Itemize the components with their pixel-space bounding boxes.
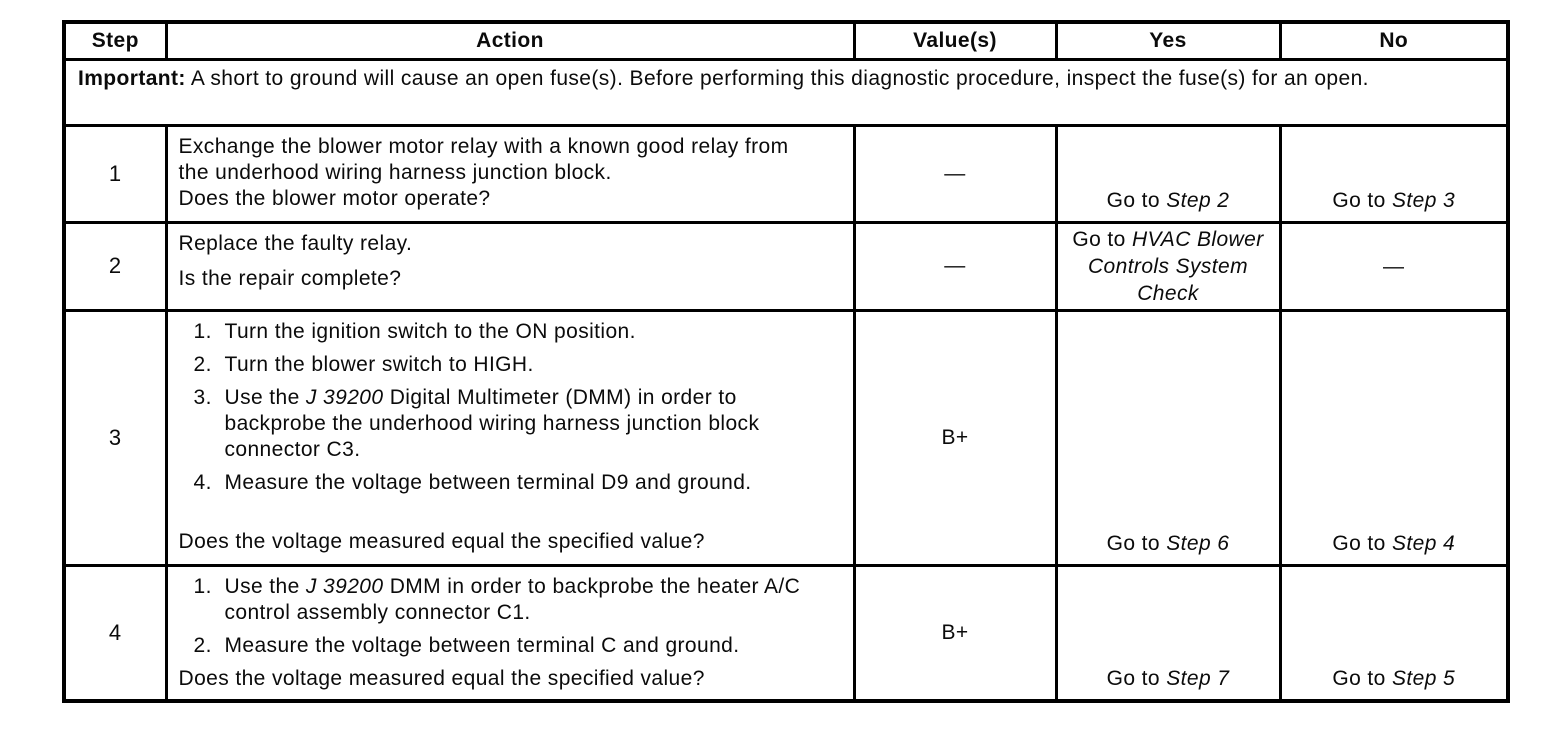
- list-number: 1.: [193, 574, 212, 598]
- list-text: Use the: [224, 385, 306, 409]
- list-number: 4.: [193, 470, 212, 494]
- goto-prefix: Go to: [1332, 667, 1392, 690]
- list-text: Use the: [224, 574, 306, 598]
- list-text: Measure the voltage between terminal C a…: [224, 633, 740, 657]
- list-text: Measure the voltage between terminal D9 …: [224, 470, 752, 494]
- important-label: Important:: [78, 66, 186, 90]
- value-text: —: [852, 220, 1058, 312]
- goto-ref: Step 6: [1166, 531, 1230, 555]
- list-item: 2. Measure the voltage between terminal C…: [179, 633, 843, 659]
- table-row-step-4: 4 1. Use the J 39200 DMM in order to back…: [62, 563, 1510, 703]
- col-header-no: No: [1278, 20, 1510, 61]
- no-cell: Go to Step 5: [1278, 563, 1510, 703]
- action-question: Does the voltage measured equal the spec…: [178, 666, 705, 690]
- list-text: Turn the blower switch to HIGH.: [224, 352, 534, 376]
- action-question: Is the repair complete?: [178, 266, 402, 290]
- list-number: 2.: [193, 352, 212, 376]
- goto-prefix: Go to: [1106, 667, 1167, 690]
- value-text: B+: [852, 563, 1058, 703]
- goto-prefix: Go to: [1332, 531, 1392, 555]
- action-cell: 1. Turn the ignition switch to the ON pos…: [164, 308, 856, 567]
- goto-prefix: Go to: [1072, 227, 1132, 251]
- list-item: 2. Turn the blower switch to HIGH.: [179, 352, 843, 378]
- list-item: 4. Measure the voltage between terminal D…: [179, 470, 843, 496]
- list-text: Turn the ignition switch to the ON posit…: [224, 319, 636, 343]
- goto-prefix: Go to: [1332, 188, 1392, 212]
- col-header-yes: Yes: [1054, 20, 1282, 61]
- tool-ref: J 39200: [305, 574, 384, 598]
- goto-ref: Step 7: [1166, 667, 1230, 690]
- table-row-step-2: 2 Replace the faulty relay. Is the repai…: [62, 220, 1510, 312]
- goto-ref: Step 3: [1391, 188, 1456, 212]
- yes-cell: Go to Step 7: [1054, 563, 1282, 703]
- col-header-action: Action: [164, 20, 856, 61]
- yes-cell: Go to Step 2: [1054, 123, 1282, 224]
- step-number: 3: [62, 308, 168, 567]
- list-number: 1.: [193, 319, 212, 343]
- list-item: 1. Use the J 39200 DMM in order to backpr…: [179, 574, 843, 626]
- goto-ref: Step 5: [1391, 667, 1456, 690]
- table-row-step-3: 3 1. Turn the ignition switch to the ON p…: [62, 308, 1510, 567]
- no-cell: Go to Step 3: [1278, 123, 1510, 224]
- list-number: 2.: [193, 633, 212, 657]
- goto-ref: HVAC Blower Controls System Check: [1087, 227, 1264, 305]
- goto-prefix: Go to: [1106, 188, 1167, 212]
- list-item: 3. Use the J 39200 Digital Multimeter (DM…: [179, 385, 843, 463]
- action-question: Does the blower motor operate?: [178, 186, 491, 210]
- list-item: 1. Turn the ignition switch to the ON pos…: [179, 319, 843, 345]
- list-number: 3.: [193, 385, 212, 409]
- header-row: Step Action Value(s) Yes No: [62, 20, 1510, 61]
- important-text: A short to ground will cause an open fus…: [185, 66, 1369, 90]
- step-number: 4: [62, 563, 168, 703]
- action-cell: Replace the faulty relay. Is the repair …: [164, 220, 856, 312]
- list-text: DMM in order to backprobe the heater A/C…: [224, 574, 801, 624]
- goto-ref: Step 2: [1166, 188, 1230, 212]
- goto-ref: Step 4: [1391, 531, 1456, 555]
- action-cell: Exchange the blower motor relay with a k…: [164, 123, 856, 224]
- important-note: Important: A short to ground will cause …: [62, 57, 1510, 127]
- list-text: Digital Multimeter (DMM) in order to bac…: [224, 385, 760, 461]
- action-paragraph: Replace the faulty relay.: [178, 231, 413, 255]
- table-row-step-1: 1 Exchange the blower motor relay with a…: [62, 123, 1510, 224]
- no-cell: —: [1278, 220, 1510, 312]
- action-question: Does the voltage measured equal the spec…: [178, 529, 705, 553]
- step-number: 1: [62, 123, 168, 224]
- yes-cell: Go to Step 6: [1054, 308, 1282, 567]
- goto-prefix: Go to: [1106, 531, 1167, 555]
- diagnostic-table: Step Action Value(s) Yes No Important: A…: [62, 20, 1510, 703]
- action-paragraph: Exchange the blower motor relay with a k…: [178, 134, 789, 184]
- col-header-values: Value(s): [852, 20, 1058, 61]
- action-cell: 1. Use the J 39200 DMM in order to backpr…: [164, 563, 856, 703]
- important-note-row: Important: A short to ground will cause …: [62, 57, 1510, 127]
- no-cell: Go to Step 4: [1278, 308, 1510, 567]
- col-header-step: Step: [62, 20, 168, 61]
- value-text: —: [852, 123, 1058, 224]
- value-text: B+: [852, 308, 1058, 567]
- tool-ref: J 39200: [305, 385, 384, 409]
- yes-cell: Go to HVAC Blower Controls System Check: [1054, 220, 1282, 312]
- step-number: 2: [62, 220, 168, 312]
